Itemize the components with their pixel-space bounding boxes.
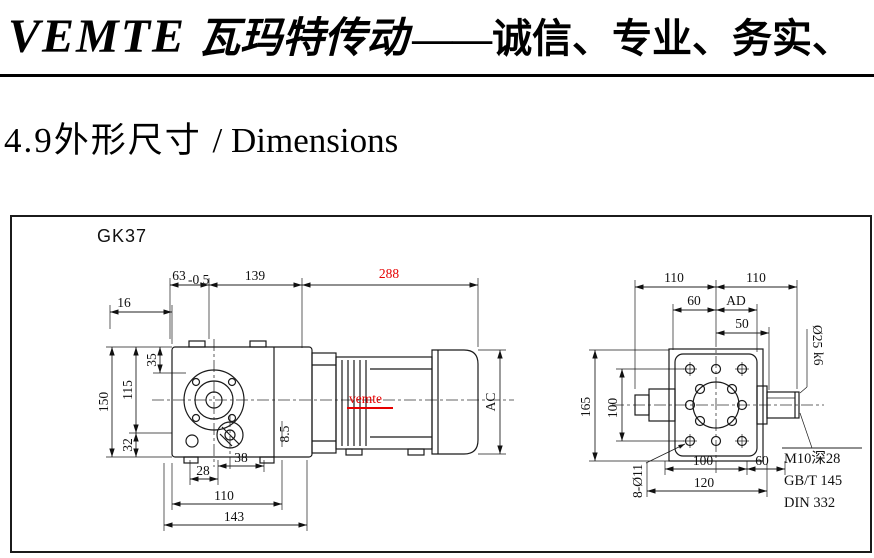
dim-100-bottom: 100: [693, 453, 714, 468]
dim-139: 139: [245, 268, 266, 283]
front-view-centerlines: [612, 335, 824, 475]
dim-ac: AC: [483, 393, 498, 412]
header-divider: [0, 74, 874, 77]
note-tapped-hole: M10深28: [784, 450, 840, 467]
brand-name-cn: 瓦玛特传动: [198, 16, 409, 62]
note-gb-standard: GB/T 145: [784, 473, 842, 489]
model-label: GK37: [97, 226, 147, 246]
side-view-gearbox: [171, 340, 313, 464]
watermark-underline: [347, 407, 393, 409]
dim-ad: AD: [726, 293, 746, 308]
dim-8-5: 8.5: [277, 425, 292, 442]
dimension-drawing: GK37: [96, 226, 862, 531]
dim-110-top-right: 110: [746, 270, 766, 285]
brand-slogan: ——诚信、专业、务实、: [412, 16, 853, 61]
side-view-motor: [311, 349, 479, 456]
dim-143: 143: [224, 509, 245, 524]
dim-110-top-left: 110: [664, 270, 684, 285]
dim-28: 28: [196, 463, 210, 478]
dim-32: 32: [120, 438, 135, 452]
dim-35: 35: [144, 353, 159, 367]
note-din-standard: DIN 332: [784, 495, 835, 511]
section-title: 4.9外形尺寸 / Dimensions: [4, 112, 398, 163]
brand-name: VEMTE: [8, 10, 187, 63]
dim-120: 120: [694, 475, 715, 490]
front-view-bolt-holes: [683, 362, 749, 448]
dim-50: 50: [735, 316, 749, 331]
dim-100-left: 100: [605, 398, 620, 419]
dim-60-bottom: 60: [755, 453, 769, 468]
dim-shaft-tolerance: k6: [811, 352, 826, 366]
section-title-cn: 4.9外形尺寸: [4, 121, 202, 160]
front-view-dimension-lines: [589, 280, 862, 497]
dim-115: 115: [120, 380, 135, 400]
dim-150: 150: [96, 392, 111, 413]
side-view-centerlines: [152, 339, 514, 469]
dim-165: 165: [578, 397, 593, 418]
dim-38: 38: [234, 450, 248, 465]
section-title-en: / Dimensions: [212, 121, 399, 160]
dim-63: 63: [172, 268, 186, 283]
side-view-dimension-labels: 63 -0.5 139 288 16 35 115 150 32 38 28 1…: [96, 266, 498, 524]
dim-60-top: 60: [687, 293, 701, 308]
dim-110-bottom: 110: [214, 488, 234, 503]
drawing-frame: GK37: [10, 215, 872, 553]
watermark: vemte: [347, 391, 393, 409]
front-view-shafts: [634, 385, 800, 425]
dim-63-tolerance: -0.5: [188, 272, 210, 287]
dim-8-holes: 8-Ø11: [630, 464, 645, 498]
dim-288-highlight: 288: [379, 266, 400, 281]
watermark-vemte: vemte: [349, 391, 382, 406]
dim-16: 16: [117, 295, 131, 310]
dim-shaft-diameter: Ø25: [810, 325, 825, 348]
front-view-dimension-labels: 110 110 60 AD 50 Ø25 k6 165 100 8-Ø11 10…: [578, 270, 842, 511]
side-view-dimension-lines: [106, 278, 506, 531]
